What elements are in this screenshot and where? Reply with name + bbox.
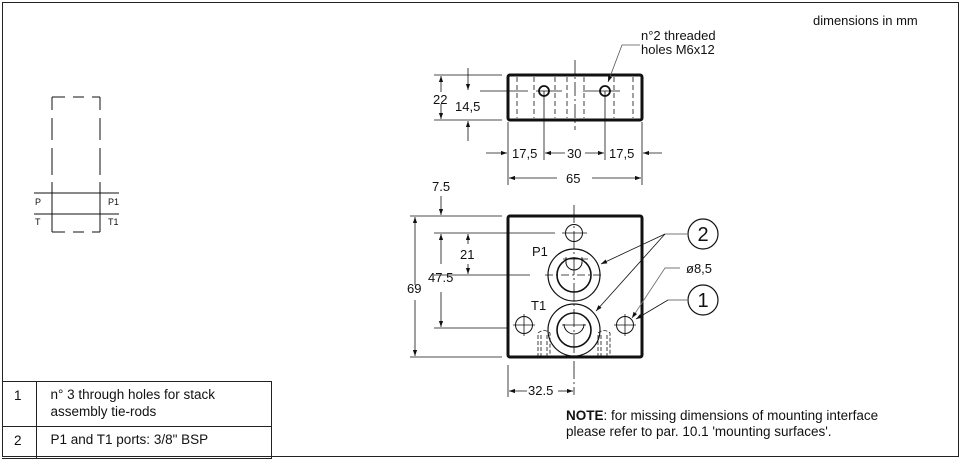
- port-label-p1: P1: [532, 244, 548, 259]
- top-view: [434, 44, 662, 185]
- legend-row: 2 P1 and T1 ports: 3/8" BSP: [2, 426, 272, 459]
- legend-row-number: 1: [2, 381, 37, 427]
- units-note: dimensions in mm: [813, 13, 918, 28]
- dim-hole-height: 14,5: [455, 99, 480, 114]
- dim-hole-left: 17,5: [512, 146, 537, 161]
- legend-row-description: n° 3 through holes for stack assembly ti…: [35, 381, 272, 427]
- dim-port-spacing: 21: [460, 247, 474, 262]
- legend-table: 1 n° 3 through holes for stack assembly …: [2, 381, 272, 459]
- dim-holes-spacing: 47.5: [428, 270, 453, 285]
- port-t1-icon: [547, 303, 601, 357]
- dim-center-offset: 32.5: [528, 383, 553, 398]
- dim-height-total-top: 22: [433, 92, 447, 107]
- legend-row-description: P1 and T1 ports: 3/8" BSP: [35, 426, 272, 459]
- dim-height-total-front: 69: [407, 281, 421, 296]
- front-view-body: [506, 214, 644, 359]
- dim-top-offset: 7.5: [432, 179, 450, 194]
- dim-hole-right: 17,5: [609, 146, 634, 161]
- drawing-frame: [2, 2, 959, 457]
- hydraulic-symbol: [34, 96, 119, 233]
- legend-row-number: 2: [2, 426, 37, 459]
- note-line1: : for missing dimensions of mounting int…: [603, 408, 879, 423]
- balloon-2-label: 2: [697, 224, 708, 246]
- dim-hole-spacing: 30: [567, 146, 581, 161]
- symbol-port-p: P: [35, 197, 41, 207]
- symbol-port-t1: T1: [108, 217, 119, 227]
- symbol-port-t: T: [35, 217, 41, 227]
- threaded-holes-callout-line1: n°2 threaded: [641, 28, 716, 43]
- symbol-port-p1: P1: [108, 197, 119, 207]
- front-view: [410, 196, 719, 397]
- note-label: NOTE: [566, 408, 604, 423]
- legend-row: 1 n° 3 through holes for stack assembly …: [2, 381, 272, 427]
- dim-width-total: 65: [566, 171, 580, 186]
- balloon-1-label: 1: [697, 290, 708, 312]
- note-line2: please refer to par. 10.1 'mounting surf…: [566, 424, 832, 439]
- legend-row-description-line2: assembly tie-rods: [50, 404, 157, 419]
- threaded-holes-callout-line2: holes M6x12: [641, 42, 715, 57]
- port-label-t1: T1: [531, 298, 546, 313]
- mounting-note: NOTE: for missing dimensions of mounting…: [566, 408, 878, 440]
- top-view-body: [506, 73, 644, 122]
- legend-row-description-line1: P1 and T1 ports: 3/8" BSP: [50, 432, 209, 447]
- legend-row-description-line1: n° 3 through holes for stack: [50, 387, 216, 402]
- hidden-lines: [516, 77, 634, 118]
- hole-diameter-label: ø8,5: [686, 261, 712, 276]
